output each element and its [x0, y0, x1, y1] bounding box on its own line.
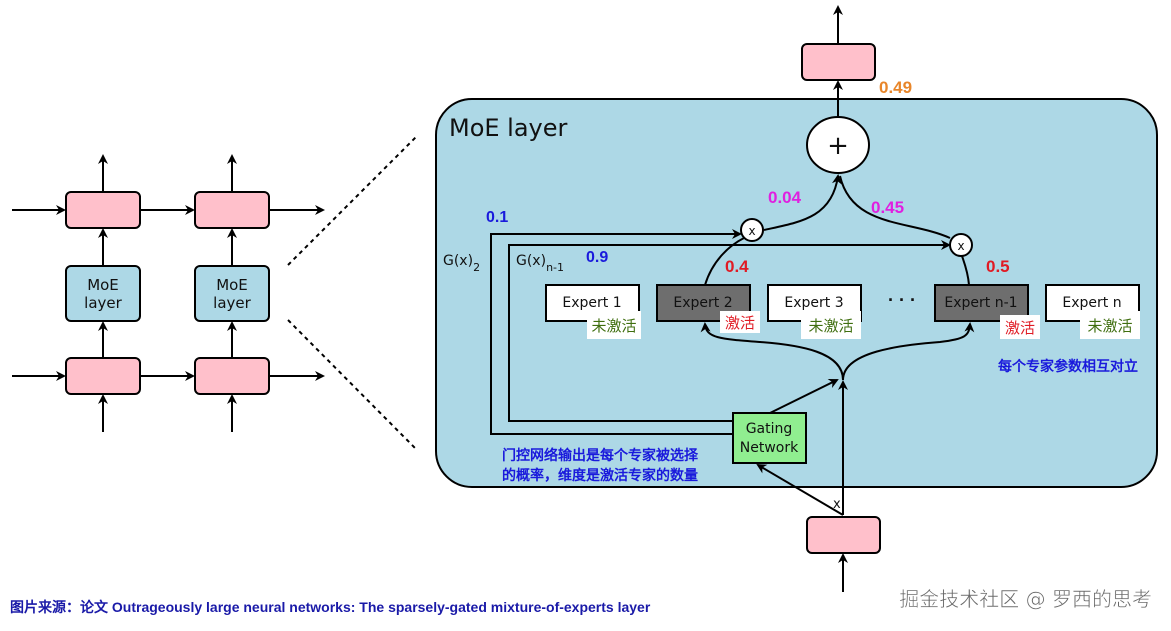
- weighted-output-n1: 0.45: [871, 198, 904, 217]
- plus-icon: +: [827, 131, 849, 161]
- status-inactive: 未激活: [591, 317, 636, 335]
- status-active: 激活: [1005, 319, 1035, 337]
- gate-label-n1-text: G(x): [516, 253, 546, 269]
- multiply-icon: x: [748, 224, 755, 238]
- note-gating-line1: 门控网络输出是每个专家被选择: [502, 447, 699, 463]
- zoom-line-bottom: [287, 319, 417, 450]
- moe-label-line1: MoE: [87, 276, 119, 294]
- gate-prob-2: 0.1: [486, 209, 508, 226]
- watermark: 掘金技术社区 @ 罗西的思考: [899, 587, 1152, 611]
- ellipsis: · · ·: [888, 290, 916, 310]
- note-independent: 每个专家参数相互对立: [998, 358, 1138, 374]
- sum-node: [806, 116, 870, 174]
- expert-label: Expert n-1: [944, 295, 1017, 311]
- moe-layer-title: MoE layer: [449, 114, 568, 142]
- expert-output-n1: 0.5: [986, 257, 1010, 276]
- gating-network-box: [732, 412, 807, 464]
- moe-label-line1: MoE: [216, 276, 248, 294]
- expert-output-2: 0.4: [725, 257, 749, 276]
- expert-label: Expert 2: [673, 295, 732, 311]
- status-inactive: 未激活: [808, 317, 853, 335]
- arrow: [763, 174, 842, 231]
- status-bg: [801, 311, 861, 339]
- gate-label-n1-sub: n-1: [546, 261, 564, 274]
- status-bg: [1000, 315, 1040, 339]
- status-bg: [720, 311, 760, 333]
- gating-to-router-arrow: [769, 379, 839, 414]
- expert-2: Expert 2 激活: [656, 284, 760, 333]
- expert-label: Expert 3: [784, 295, 843, 311]
- status-bg: [1080, 311, 1140, 339]
- expert-3: Expert 3 未激活: [767, 284, 862, 339]
- multiply-node-2: [740, 218, 764, 242]
- multiply-icon: x: [957, 239, 964, 253]
- gate-label-2: G(x)2: [443, 253, 480, 274]
- expert-label: Expert 1: [562, 295, 621, 311]
- route-to-expert-2: [700, 322, 844, 381]
- expert-n: Expert n 未激活: [1045, 284, 1140, 339]
- status-active: 激活: [725, 314, 755, 332]
- expert-label: Expert n: [1062, 295, 1121, 311]
- status-inactive: 未激活: [1087, 317, 1132, 335]
- input-label: x: [833, 497, 841, 512]
- input-box: [806, 516, 881, 554]
- hidden-state-box: [65, 357, 141, 395]
- gating-label-line2: Network: [740, 440, 799, 456]
- multiply-node-n1: [949, 233, 973, 257]
- output-value: 0.49: [879, 78, 912, 97]
- gating-label-line1: Gating: [746, 421, 793, 437]
- gate-prob-n1: 0.9: [586, 249, 608, 266]
- input-to-gating-arrow: [756, 463, 844, 516]
- output-box: [801, 43, 876, 81]
- gate-line-2: [490, 229, 742, 435]
- arrow: [839, 175, 951, 239]
- gate-label-n1: G(x)n-1: [516, 253, 564, 274]
- gate-label-2-sub: 2: [473, 261, 480, 274]
- left-stack: MoE layer MoE layer: [12, 154, 325, 432]
- hidden-state-box: [65, 191, 141, 229]
- status-bg: [587, 311, 641, 339]
- gate-label-2-text: G(x): [443, 253, 473, 269]
- moe-label-line2: layer: [84, 294, 122, 312]
- expert-n-1: Expert n-1 激活: [934, 284, 1040, 339]
- moe-label-line2: layer: [213, 294, 251, 312]
- arrow: [704, 237, 745, 286]
- hidden-state-box: [194, 191, 270, 229]
- hidden-state-box: [194, 357, 270, 395]
- figure-caption: 图片来源：论文 Outrageously large neural networ…: [10, 599, 651, 615]
- arrow: [961, 255, 970, 286]
- expert-1: Expert 1 未激活: [545, 284, 641, 339]
- route-to-expert-n1: [842, 322, 975, 381]
- note-gating-line2: 的概率，维度是激活专家的数量: [502, 467, 698, 483]
- weighted-output-2: 0.04: [768, 188, 802, 207]
- zoom-line-top: [287, 136, 417, 266]
- gate-line-n1: [508, 240, 951, 422]
